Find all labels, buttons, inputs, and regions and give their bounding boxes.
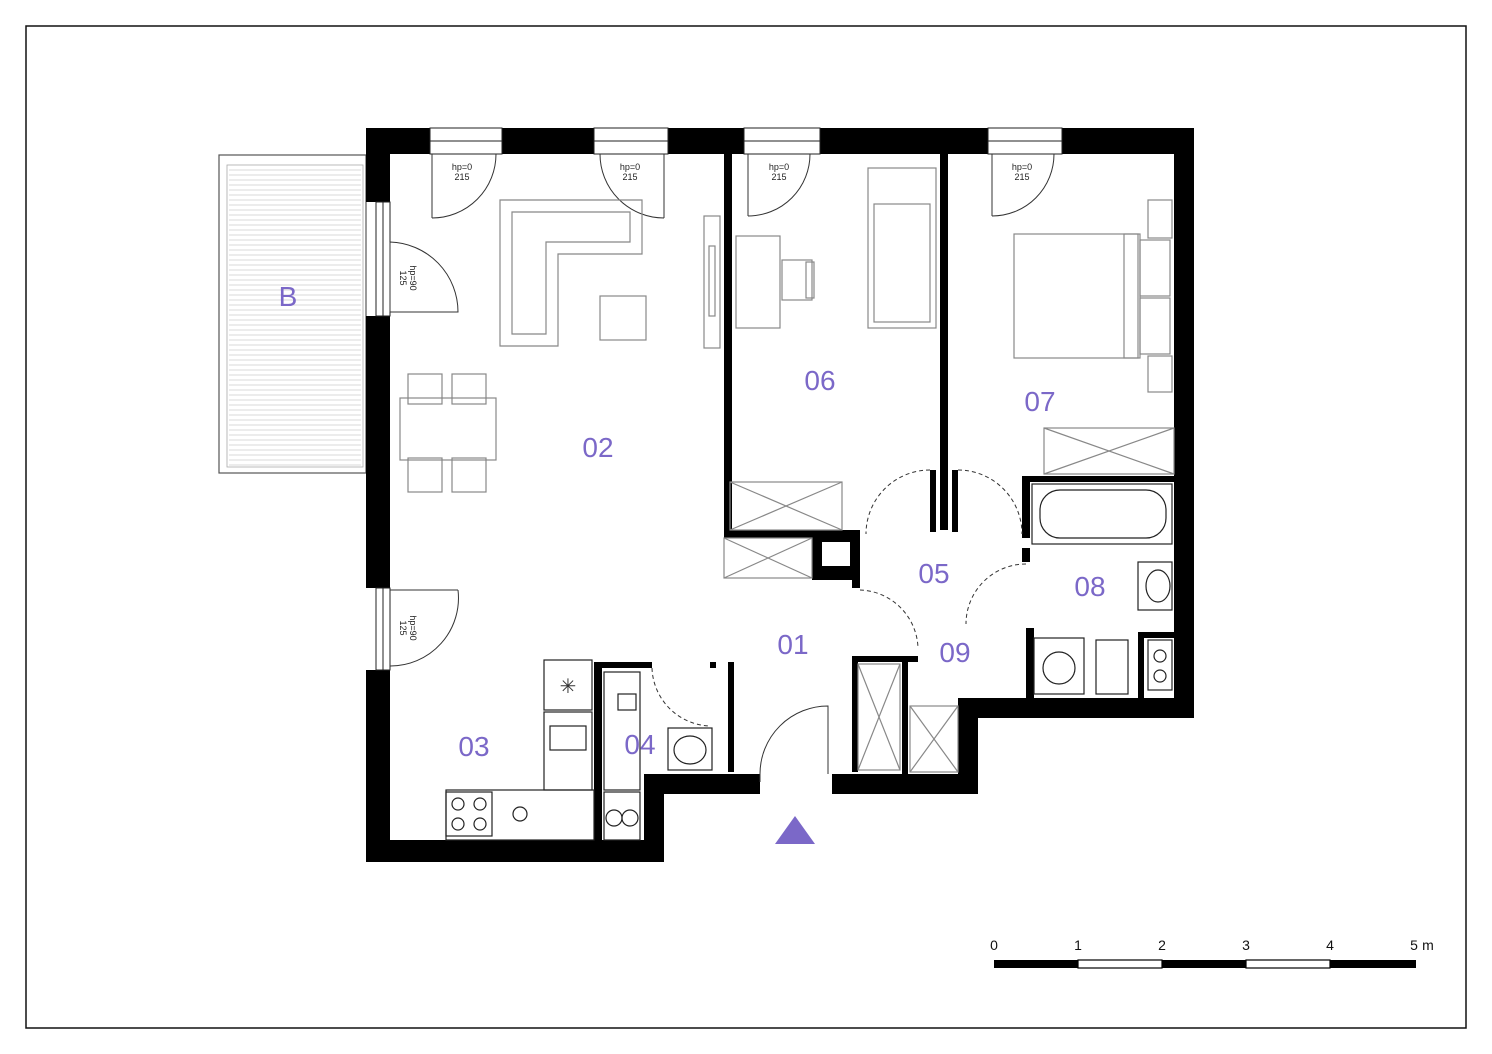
scale-tick-1: 1 [1074, 937, 1082, 953]
room-label-09: 09 [939, 637, 970, 668]
page-frame [25, 25, 1467, 1029]
room-label-01: 01 [777, 629, 808, 660]
side-window-2-height: 125 [398, 620, 408, 635]
windows-top [429, 127, 1063, 219]
window-4 [987, 127, 1063, 217]
window-4-height: 215 [1014, 172, 1029, 182]
door-swings [759, 469, 1027, 782]
window-labels: hp=0 215 hp=0 215 hp=0 215 hp=0 215 [452, 162, 1032, 182]
side-window-1-height: 125 [398, 270, 408, 285]
room-label-07: 07 [1024, 386, 1055, 417]
scale-tick-4: 4 [1326, 937, 1334, 953]
walls [366, 128, 1194, 862]
room-label-06: 06 [804, 365, 835, 396]
room-07-furniture [1013, 199, 1175, 475]
room-label-05: 05 [918, 558, 949, 589]
side-windows: hp=90 125 hp=90 125 [375, 201, 459, 671]
kitchen-03-fixtures: ✳ [445, 659, 641, 841]
room-label-balcony: B [279, 281, 298, 312]
window-3 [743, 127, 821, 217]
room-label-03: 03 [458, 731, 489, 762]
window-1-height: 215 [454, 172, 469, 182]
hall-closets [857, 663, 959, 773]
room-labels: B 02 06 07 05 08 01 09 03 04 [279, 281, 1106, 762]
entrance-marker [775, 816, 815, 844]
window-2-hp: hp=0 [620, 162, 640, 172]
side-window-1-hp: hp=90 [408, 265, 418, 290]
wc-04-fixtures [603, 667, 713, 791]
room-label-08: 08 [1074, 571, 1105, 602]
scale-tick-2: 2 [1158, 937, 1166, 953]
living-room-furniture [399, 199, 721, 493]
balcony [218, 154, 367, 474]
room-label-02: 02 [582, 432, 613, 463]
side-window-2-hp: hp=90 [408, 615, 418, 640]
scale-bar: 0 1 2 3 4 5 m [990, 937, 1434, 969]
scale-unit: m [1422, 937, 1434, 953]
bathroom-08-fixtures [1031, 483, 1173, 695]
room-06-furniture [723, 167, 937, 579]
window-3-hp: hp=0 [769, 162, 789, 172]
scale-tick-3: 3 [1242, 937, 1250, 953]
window-2-height: 215 [622, 172, 637, 182]
scale-tick-5: 5 [1410, 937, 1418, 953]
window-2 [593, 127, 669, 219]
window-4-hp: hp=0 [1012, 162, 1032, 172]
window-3-height: 215 [771, 172, 786, 182]
scale-tick-0: 0 [990, 937, 998, 953]
window-1-hp: hp=0 [452, 162, 472, 172]
fan-icon: ✳ [560, 674, 577, 698]
room-label-04: 04 [624, 729, 655, 760]
window-1 [429, 127, 503, 219]
